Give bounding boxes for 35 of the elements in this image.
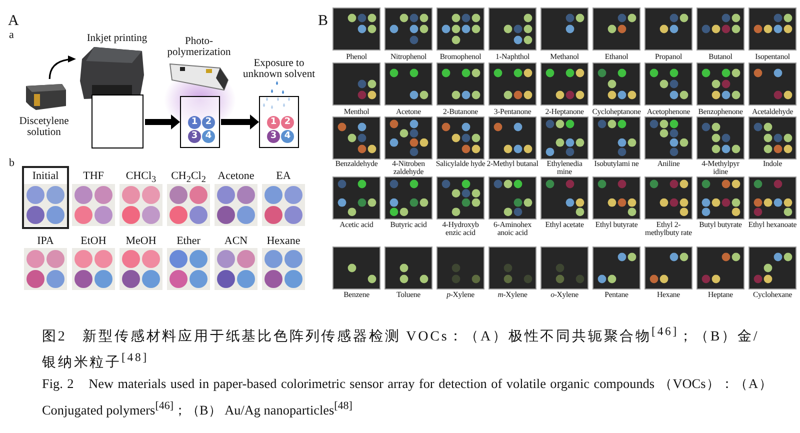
paper-sheet [180,96,220,148]
sensor-spot: 3 [267,130,280,143]
sensor-spot: 2 [281,116,294,129]
solvent-label: Ether [176,235,202,247]
solvent-label: CHCl$_{3}$ [124,170,158,186]
solvent-label: Acetone [216,170,256,182]
sensor-spot: 4 [202,130,215,143]
sample-frame [22,166,69,229]
sensor-spot: 4 [281,130,294,143]
arrow [145,114,180,130]
solvent-label: IPA [36,235,55,247]
step-caption: Inkjet printing [86,33,148,44]
solvent-label: EtOH [80,235,108,247]
figure-caption: 图2 新型传感材料应用于纸基比色阵列传感器检测 VOCs：（A）极性不同共轭聚合物$^{[46]}$；（B）金/银纳米粒子$^{[48]}$ [42,324,760,372]
panel-letter: A [8,14,19,29]
arrow [221,114,259,130]
solvent-label: MeOH [124,235,158,247]
solvent-label: THF [82,170,105,182]
arrow [48,56,76,80]
step-caption: Exposure to unknown solvent [242,58,316,80]
panel-letter: a [9,30,14,41]
sample-label: Initial [31,170,60,182]
paper-sheet [259,96,299,148]
solvent-label: Hexane [266,235,302,247]
figure-caption: Fig. 2 New materials used in paper-based colorimetric sensor array for detection of volatile organic compounds （VOCs）：（A） Conjugated polymers$^{[46]}$；（B） Au/Ag nanoparticles$^{[48]}$ [42,375,772,420]
sensor-spot: 1 [267,116,280,129]
solvent-label: EA [275,170,292,182]
solvent-label: ACN [223,235,249,247]
step-caption: Photo-polymerization [166,36,232,58]
panel-letter: B [318,14,328,29]
panel-letter: b [9,158,14,169]
step-caption: Discetylene solution [18,116,70,138]
printer-drawing [78,45,144,149]
solvent-label: CH$_{2}$Cl$_{2}$ [170,170,207,186]
sensor-spot: 3 [188,130,201,143]
